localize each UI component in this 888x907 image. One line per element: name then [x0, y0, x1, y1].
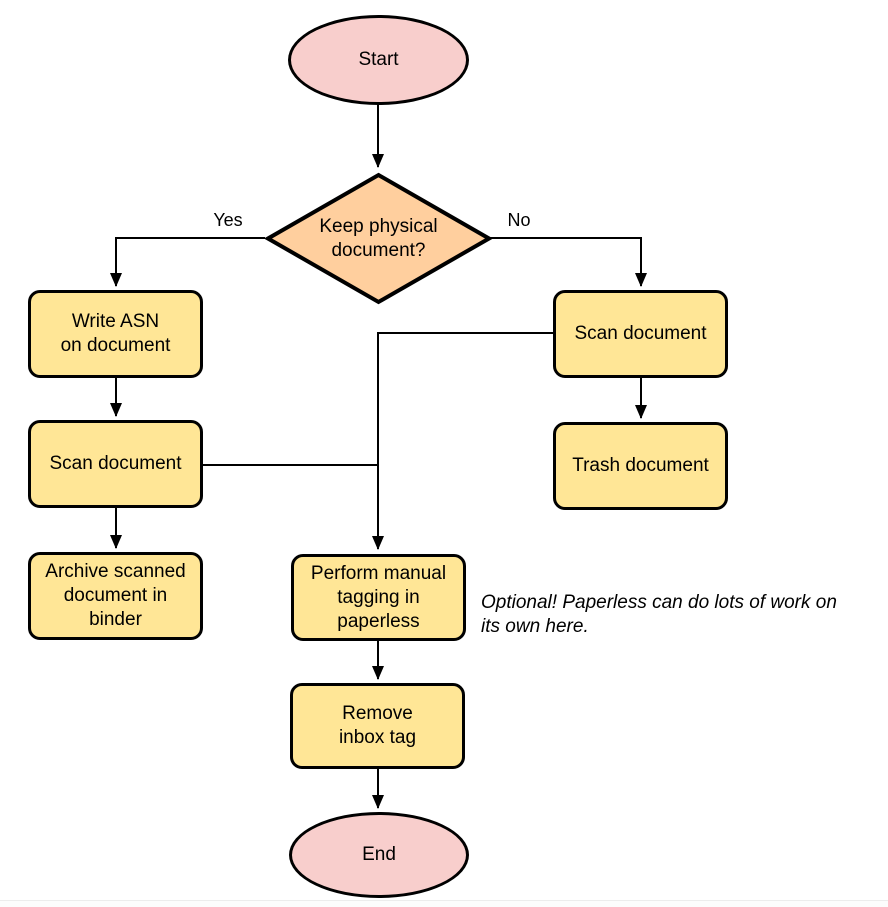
edge-decision-no-to-scan-right: [490, 237, 647, 287]
decision-diamond-shape: [265, 172, 492, 305]
process-node-write-asn: Write ASN on document: [28, 290, 203, 378]
process-node-manual-tagging: Perform manual tagging in paperless: [291, 554, 466, 641]
optional-note-text: Optional! Paperless can do lots of work …: [481, 592, 837, 637]
edge-label-no: No: [507, 210, 531, 230]
write-asn-label: Write ASN on document: [60, 311, 171, 356]
process-node-scan-document-left: Scan document: [28, 420, 203, 508]
edge-label-yes: Yes: [213, 210, 243, 230]
start-terminal-node: Start: [288, 15, 469, 105]
decision-node-keep-physical-document: Keep physical document?: [265, 172, 492, 305]
end-label: End: [362, 844, 396, 865]
archive-binder-label: Archive scanned document in binder: [45, 561, 186, 630]
page-bottom-divider: [0, 900, 888, 901]
trash-document-label: Trash document: [572, 455, 709, 476]
remove-inbox-tag-label: Remove inbox tag: [338, 703, 417, 748]
scan-document-right-label: Scan document: [574, 323, 707, 344]
manual-tagging-label: Perform manual tagging in paperless: [310, 562, 447, 632]
scan-document-left-label: Scan document: [49, 453, 182, 474]
edge-decision-yes-to-write-asn: [110, 237, 265, 287]
process-node-archive-binder: Archive scanned document in binder: [28, 552, 203, 640]
end-terminal-node: End: [289, 812, 469, 898]
process-node-scan-document-right: Scan document: [553, 290, 728, 378]
process-node-remove-inbox-tag: Remove inbox tag: [290, 683, 465, 769]
page-bottom-strip: [0, 901, 888, 907]
process-node-trash-document: Trash document: [553, 422, 728, 510]
decision-label: Keep physical document?: [319, 215, 438, 261]
start-label: Start: [358, 49, 399, 70]
